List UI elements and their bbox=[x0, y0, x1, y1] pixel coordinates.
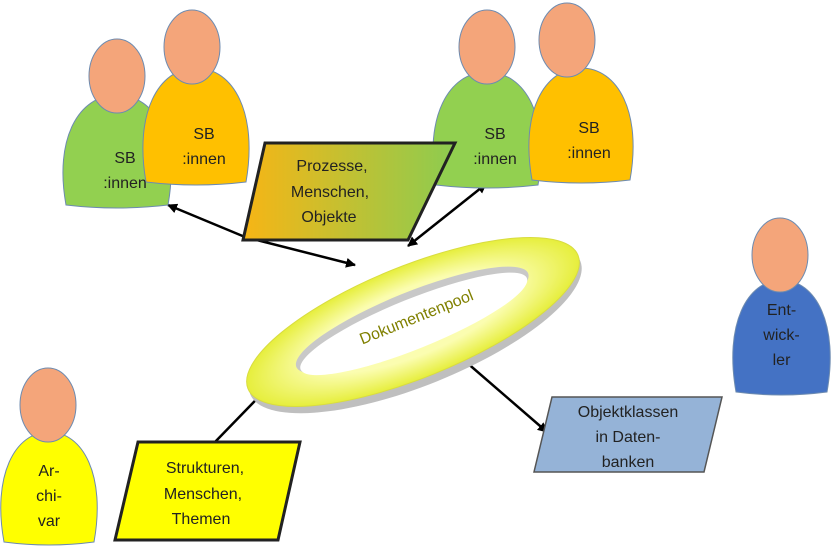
person-1: SB :innen bbox=[62, 38, 172, 209]
box-line: in Daten- bbox=[596, 429, 661, 446]
box-line: Prozesse, bbox=[296, 158, 367, 175]
person-head bbox=[538, 2, 596, 78]
person-label: Ar- bbox=[38, 463, 59, 480]
person-label: :innen bbox=[103, 175, 147, 192]
person-body bbox=[528, 67, 634, 184]
box-line: Themen bbox=[172, 511, 231, 528]
box-strukturen: Strukturen, Menschen, Themen bbox=[113, 440, 302, 542]
person-label: :innen bbox=[567, 145, 611, 162]
person-head bbox=[458, 9, 516, 85]
dokumentenpool-ring: Dokumentenpool bbox=[246, 236, 582, 414]
person-label: wick- bbox=[762, 327, 799, 344]
arrow-pool-to-objektklassen bbox=[457, 354, 548, 433]
box-line: Objektklassen bbox=[578, 404, 679, 421]
person-head bbox=[19, 367, 77, 443]
person-label: ler bbox=[773, 352, 791, 369]
person-label: chi- bbox=[36, 488, 62, 505]
person-head bbox=[88, 38, 146, 114]
person-4: SB :innen bbox=[528, 2, 634, 184]
person-label: var bbox=[38, 513, 61, 530]
person-label: SB bbox=[484, 126, 505, 143]
arrow-to-pool-from-prozesse bbox=[244, 235, 356, 268]
person-head bbox=[163, 9, 221, 85]
box-line: Menschen, bbox=[164, 486, 242, 503]
person-label: SB bbox=[114, 150, 135, 167]
person-6: Ar-chi-var bbox=[0, 367, 98, 546]
box-line: Objekte bbox=[301, 209, 356, 226]
box-prozesse: Prozesse, Menschen, Objekte bbox=[241, 141, 458, 242]
person-head bbox=[751, 217, 809, 293]
box-line: Strukturen, bbox=[166, 460, 244, 477]
person-label: :innen bbox=[182, 151, 226, 168]
person-label: SB bbox=[578, 120, 599, 137]
person-2: SB :innen bbox=[142, 9, 250, 186]
person-body bbox=[142, 67, 250, 186]
person-body bbox=[0, 431, 98, 546]
arrow-to-sb-1 bbox=[167, 203, 246, 239]
box-line: banken bbox=[602, 454, 655, 471]
person-3: SB :innen bbox=[432, 9, 542, 189]
arrow-pool-sb-3 bbox=[407, 183, 487, 247]
person-5: Ent-wick-ler bbox=[732, 217, 831, 396]
person-label: SB bbox=[193, 126, 214, 143]
box-line: Menschen, bbox=[291, 184, 369, 201]
person-body bbox=[432, 71, 542, 189]
box-objektklassen: Objektklassen in Daten- banken bbox=[533, 396, 723, 473]
person-label: :innen bbox=[473, 151, 517, 168]
person-label: Ent- bbox=[767, 302, 796, 319]
person-body bbox=[732, 279, 831, 396]
